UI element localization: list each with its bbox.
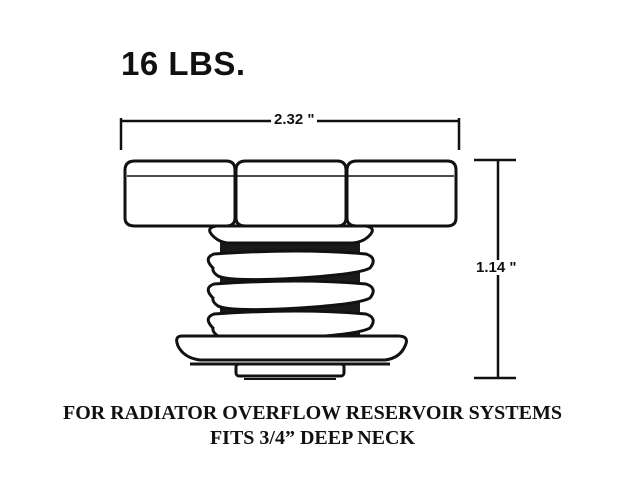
- gasket: [234, 362, 346, 380]
- spring-coils: [206, 224, 375, 342]
- cap-top: [123, 159, 458, 228]
- width-dimension-label: 2.32 ": [271, 112, 318, 127]
- caption-application: FOR RADIATOR OVERFLOW RESERVOIR SYSTEMS: [63, 402, 562, 424]
- seal-plate: [175, 334, 408, 366]
- caption-fitment: FITS 3/4” DEEP NECK: [209, 427, 416, 449]
- pressure-rating-title: 16 LBS.: [121, 45, 246, 82]
- height-dimension-label: 1.14 ": [473, 260, 520, 275]
